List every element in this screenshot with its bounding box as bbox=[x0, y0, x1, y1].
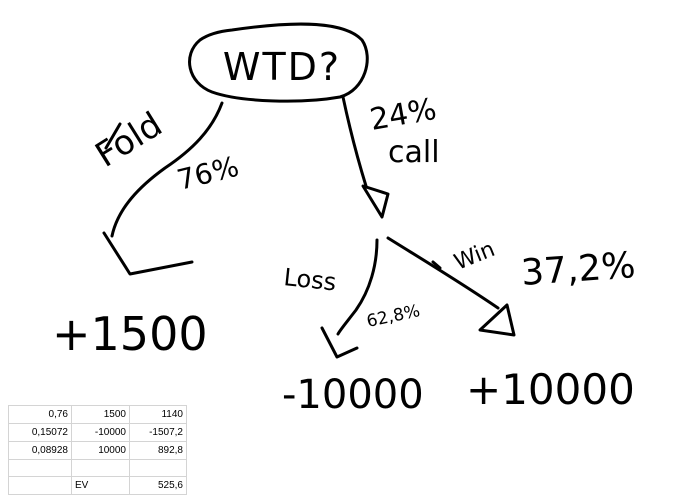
payoff-cell[interactable]: -10000 bbox=[71, 423, 130, 442]
win-arrowhead bbox=[478, 303, 516, 337]
loss-label: Loss bbox=[282, 263, 337, 296]
fold-action-label: Fold bbox=[89, 105, 170, 176]
fold-percentage: 76% bbox=[174, 150, 242, 197]
ev-spreadsheet: 0,76 1500 1140 0,15072 -10000 -1507,2 0,… bbox=[8, 405, 187, 495]
table-row-empty bbox=[8, 459, 187, 477]
product-cell[interactable]: -1507,2 bbox=[129, 423, 187, 442]
win-label: Win bbox=[451, 237, 499, 276]
fold-label-slash bbox=[104, 122, 122, 150]
win-result: +10000 bbox=[466, 365, 635, 414]
probability-cell[interactable]: 0,76 bbox=[8, 405, 72, 424]
call-arrowhead bbox=[361, 184, 390, 219]
empty-cell[interactable] bbox=[8, 459, 72, 477]
product-cell[interactable]: 1140 bbox=[129, 405, 187, 424]
loss-result: -10000 bbox=[282, 372, 424, 418]
call-branch-line bbox=[341, 95, 368, 188]
loss-percentage: 62,8% bbox=[365, 301, 422, 332]
win-branch-line bbox=[386, 236, 500, 310]
win-label-stroke bbox=[431, 260, 442, 270]
fold-arrowhead bbox=[102, 231, 194, 276]
call-action-label: call bbox=[388, 135, 440, 170]
payoff-cell[interactable]: 10000 bbox=[71, 441, 130, 460]
root-node-outline bbox=[188, 22, 369, 103]
ev-label-cell[interactable]: EV bbox=[71, 476, 130, 495]
call-percentage: 24% bbox=[367, 92, 439, 138]
probability-cell[interactable]: 0,08928 bbox=[8, 441, 72, 460]
fold-branch-line bbox=[110, 101, 224, 238]
empty-cell[interactable] bbox=[71, 459, 130, 477]
probability-cell[interactable]: 0,15072 bbox=[8, 423, 72, 442]
table-row-ev: EV 525,6 bbox=[8, 476, 187, 495]
table-row: 0,15072 -10000 -1507,2 bbox=[8, 423, 187, 442]
empty-cell[interactable] bbox=[8, 476, 72, 495]
empty-cell[interactable] bbox=[129, 459, 187, 477]
table-row: 0,08928 10000 892,8 bbox=[8, 441, 187, 460]
root-node-label: WTD? bbox=[223, 45, 341, 89]
fold-result: +1500 bbox=[52, 307, 208, 361]
product-cell[interactable]: 892,8 bbox=[129, 441, 187, 460]
win-percentage: 37,2% bbox=[520, 245, 637, 294]
table-row: 0,76 1500 1140 bbox=[8, 405, 187, 424]
loss-branch-line bbox=[336, 238, 379, 336]
payoff-cell[interactable]: 1500 bbox=[71, 405, 130, 424]
loss-arrowhead bbox=[320, 326, 359, 359]
ev-value-cell[interactable]: 525,6 bbox=[129, 476, 187, 495]
